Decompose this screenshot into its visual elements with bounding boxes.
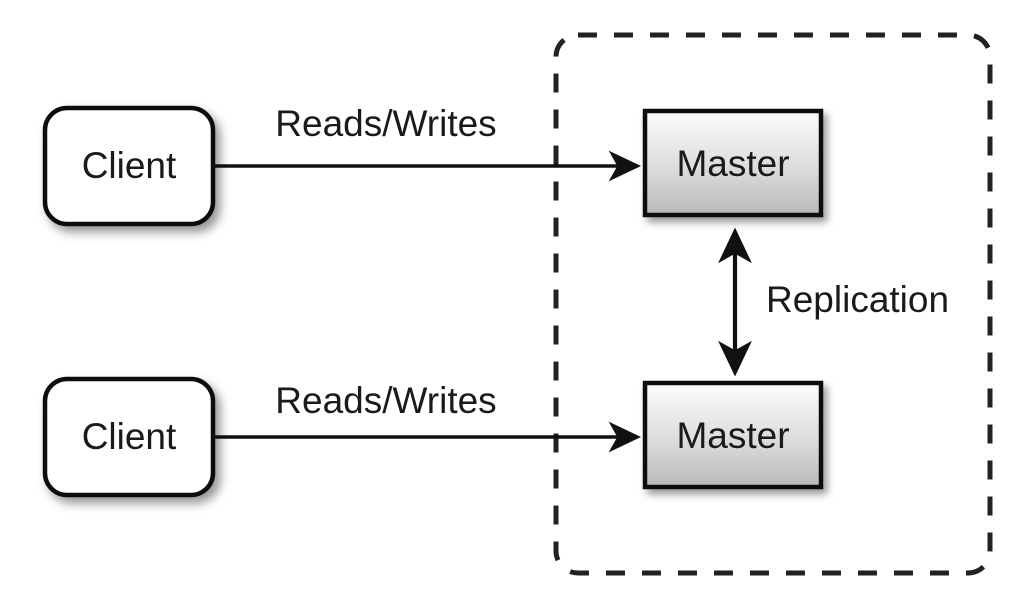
replication-cluster-boundary xyxy=(553,32,993,576)
node-client-top[interactable]: Client xyxy=(42,105,216,227)
node-client-bottom[interactable]: Client xyxy=(42,376,216,498)
node-client-top-label: Client xyxy=(82,145,177,186)
node-client-bottom-label: Client xyxy=(82,416,177,457)
node-master-top[interactable]: Master xyxy=(642,108,824,218)
node-master-bottom[interactable]: Master xyxy=(642,380,824,490)
node-master-top-label: Master xyxy=(676,143,789,184)
edge-label-replication: Replication xyxy=(766,279,949,320)
edge-label-reads-writes-top: Reads/Writes xyxy=(275,103,496,144)
edge-label-reads-writes-bottom: Reads/Writes xyxy=(275,380,496,421)
node-master-bottom-label: Master xyxy=(676,415,789,456)
